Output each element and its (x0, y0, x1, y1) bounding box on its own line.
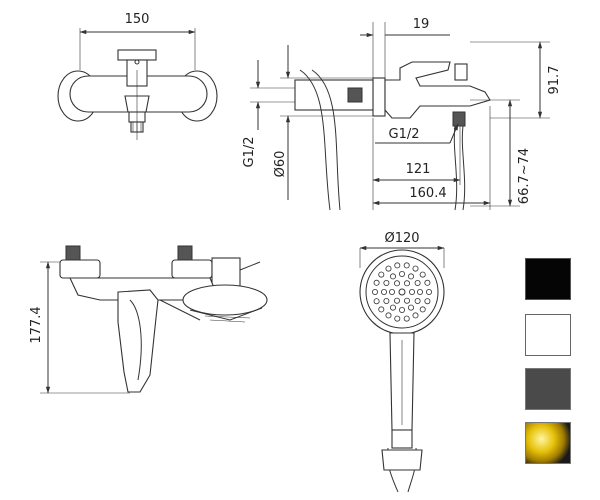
spray-nozzle (393, 280, 400, 287)
side-body (384, 61, 491, 119)
spray-nozzle (388, 288, 395, 295)
side-view: 19 91.7 66.7~74 G1/2 121 (242, 17, 562, 211)
spray-nozzles (371, 262, 432, 322)
dim-label-91-7: 91.7 (547, 66, 562, 95)
spray-nozzle (383, 279, 390, 286)
shower-head-side (182, 284, 268, 316)
right-nut (171, 259, 213, 279)
dim-label-160-4: 160.4 (409, 186, 446, 201)
finish-white-swatch[interactable] (525, 314, 571, 356)
spray-nozzle (398, 306, 405, 313)
spray-nozzle (371, 288, 378, 295)
hose-connector (381, 449, 423, 471)
left-nut (59, 259, 101, 279)
diverter-knob-side (454, 63, 468, 81)
spray-nozzle (414, 279, 421, 286)
spray-nozzle (385, 265, 392, 272)
finish-black-swatch[interactable] (525, 258, 571, 300)
shower-hose (453, 125, 458, 211)
inlet-thread-left (65, 245, 81, 261)
dim-label-121: 121 (406, 162, 431, 177)
spray-nozzle (407, 273, 414, 280)
spray-nozzle (425, 288, 432, 295)
hose-fitting (391, 429, 413, 449)
spray-nozzle (389, 304, 396, 311)
dim-label-d120: Ø120 (384, 231, 419, 246)
wall-bracket (211, 257, 241, 287)
spray-nozzle (419, 271, 426, 278)
lever-screw (134, 59, 140, 65)
spray-nozzle (373, 298, 380, 305)
spray-nozzle (394, 262, 401, 269)
dim-label-177-4: 177.4 (29, 306, 44, 343)
dim-label-g12-outlet: G1/2 (389, 127, 420, 142)
spray-nozzle (408, 288, 415, 295)
spray-nozzle (380, 288, 387, 295)
finish-graphite-swatch[interactable] (525, 368, 571, 410)
spray-nozzle (378, 306, 385, 313)
spray-nozzle (424, 298, 431, 305)
spray-nozzle (416, 288, 423, 295)
lever-long (117, 289, 159, 393)
finish-gold-swatch[interactable] (525, 422, 571, 464)
spray-nozzle (383, 297, 390, 304)
lower-body (69, 277, 216, 301)
wall-flange (372, 77, 386, 117)
dim-label-g12-inlet: G1/2 (242, 137, 257, 168)
inlet-thread-right (177, 245, 193, 261)
spray-nozzle-center (398, 288, 406, 296)
shower-outlet-thread (452, 111, 466, 127)
lever (117, 49, 157, 61)
spray-nozzle (393, 297, 400, 304)
inlet-thread (347, 87, 363, 103)
spray-nozzle (389, 273, 396, 280)
spray-nozzle (403, 315, 410, 322)
spray-nozzle (424, 279, 431, 286)
spray-nozzle (394, 315, 401, 322)
dim-label-150: 150 (125, 12, 150, 27)
front-view: 150 (57, 12, 218, 140)
spray-nozzle (403, 262, 410, 269)
spray-nozzle (414, 297, 421, 304)
dim-label-19: 19 (413, 17, 430, 32)
spray-nozzle (385, 312, 392, 319)
perspective-side-view: 177.4 (29, 245, 268, 394)
spray-nozzle (378, 271, 385, 278)
spray-nozzle (407, 304, 414, 311)
spray-nozzle (373, 279, 380, 286)
spray-nozzle (412, 312, 419, 319)
spray-nozzle (412, 265, 419, 272)
hose-left (299, 69, 331, 211)
spray-nozzle (419, 306, 426, 313)
spray-nozzle (398, 270, 405, 277)
hand-shower-front: Ø120 (359, 231, 445, 493)
spray-nozzle (403, 280, 410, 287)
dim-label-66-7-74: 66.7~74 (517, 148, 532, 204)
dim-label-d60: Ø60 (273, 151, 288, 178)
spray-nozzle (403, 297, 410, 304)
